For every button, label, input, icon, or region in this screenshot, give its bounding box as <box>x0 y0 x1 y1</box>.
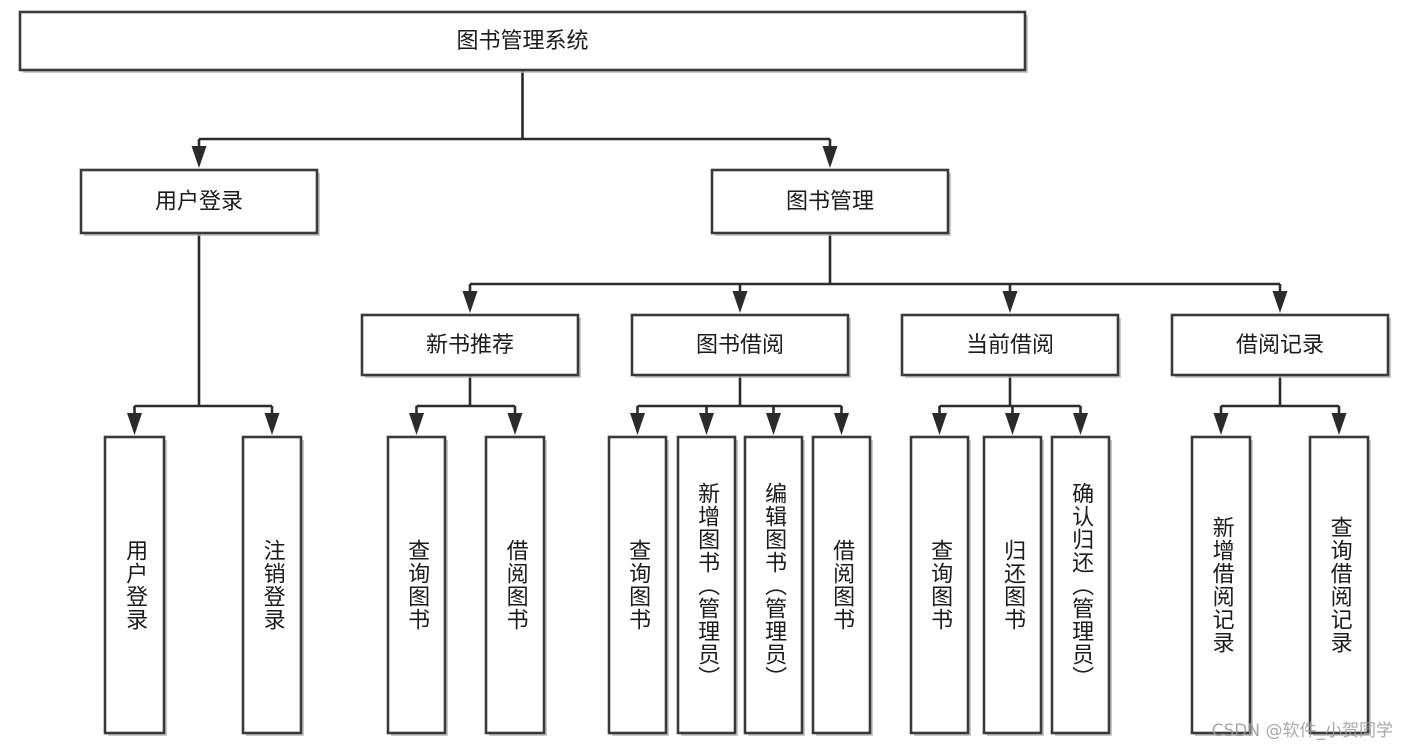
node-user-login[interactable] <box>79 168 319 235</box>
node-leaf-query-book-rec[interactable] <box>386 435 447 735</box>
arrowhead-new-book-rec <box>462 291 478 313</box>
node-leaf-add-book[interactable] <box>676 435 737 735</box>
arrowhead-user-login <box>191 146 207 168</box>
node-label-current-borrow: 当前借阅 <box>966 333 1054 358</box>
connector-layer <box>127 70 1347 435</box>
arrowhead-leaf-user-logout <box>264 413 280 435</box>
node-leaf-borrow-book-rec[interactable] <box>484 435 546 735</box>
node-leaf-user-login[interactable] <box>103 435 166 735</box>
arrowhead-book-borrow <box>732 291 748 313</box>
arrowhead-current-borrow <box>1002 291 1018 313</box>
node-leaf-return-book[interactable] <box>982 435 1043 735</box>
node-leaf-query-book-cur[interactable] <box>909 435 970 735</box>
node-leaf-add-record[interactable] <box>1190 435 1252 735</box>
arrowhead-leaf-confirm-return <box>1073 413 1088 435</box>
node-label-new-book-rec: 新书推荐 <box>426 333 514 358</box>
node-leaf-query-record[interactable] <box>1308 435 1370 735</box>
arrowhead-borrow-record <box>1272 291 1288 313</box>
node-new-book-rec[interactable] <box>360 313 580 377</box>
node-label-book-borrow: 图书借阅 <box>696 333 784 358</box>
node-leaf-borrow-book[interactable] <box>811 435 872 735</box>
node-label-user-login: 用户登录 <box>155 190 243 215</box>
node-leaf-edit-book[interactable] <box>743 435 804 735</box>
node-leaf-user-logout[interactable] <box>241 435 303 735</box>
arrowhead-leaf-edit-book <box>766 413 781 435</box>
node-book-manage[interactable] <box>710 168 950 235</box>
node-label-book-manage: 图书管理 <box>786 190 874 215</box>
arrowhead-leaf-query-book-rec <box>409 413 424 435</box>
arrowhead-leaf-query-book-cur <box>932 413 947 435</box>
node-current-borrow[interactable] <box>900 313 1120 377</box>
node-box-layer <box>18 10 1391 736</box>
arrowhead-leaf-query-book-borrow <box>630 413 645 435</box>
node-label-borrow-record: 借阅记录 <box>1236 333 1324 358</box>
node-book-borrow[interactable] <box>630 313 850 377</box>
node-label-root: 图书管理系统 <box>456 29 588 54</box>
arrowhead-leaf-return-book <box>1005 413 1020 435</box>
node-root[interactable] <box>18 10 1027 72</box>
node-leaf-query-book-borrow[interactable] <box>607 435 668 735</box>
arrowhead-leaf-user-login <box>127 413 142 435</box>
arrowhead-book-manage <box>822 146 838 168</box>
arrowhead-leaf-query-record <box>1331 413 1347 435</box>
arrowhead-leaf-borrow-book <box>834 413 849 435</box>
node-borrow-record[interactable] <box>1170 313 1390 377</box>
node-leaf-confirm-return[interactable] <box>1050 435 1111 735</box>
watermark: CSDN @软件_小贺同学 <box>1211 721 1393 741</box>
arrowhead-leaf-add-book <box>699 413 714 435</box>
arrowhead-leaf-borrow-book-rec <box>507 413 523 435</box>
arrowhead-leaf-add-record <box>1213 413 1229 435</box>
